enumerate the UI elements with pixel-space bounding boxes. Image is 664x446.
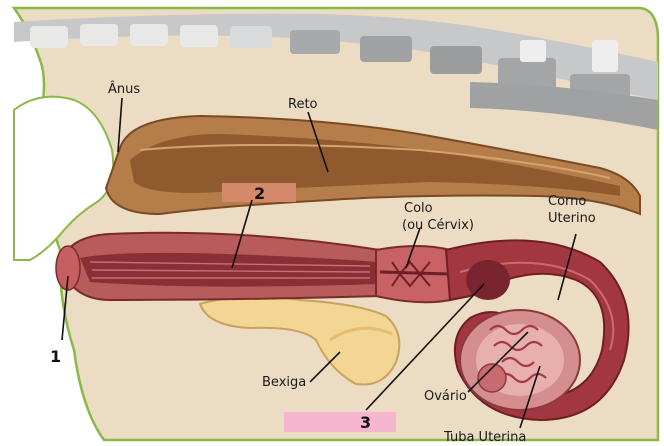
vertebra [80,24,118,46]
vertebra [290,30,340,54]
vertebra [180,25,218,47]
number-1: 1 [50,347,61,366]
number-3: 3 [360,413,371,432]
answer-box-3 [284,412,396,432]
label-bexiga: Bexiga [262,375,306,390]
spinous-process [520,40,546,62]
vertebra [430,46,482,74]
label-corno: Corno [548,194,586,209]
label-colo: Colo [404,201,433,216]
uterine-body [466,260,510,300]
spinous-process [592,40,618,72]
label-ovario: Ovário [424,389,467,404]
vertebra [230,26,272,48]
vagina [56,233,380,300]
vertebra [130,24,168,46]
cervix [376,246,450,302]
ovary [460,310,580,410]
label-tuba: Tuba Uterina [443,430,526,445]
label-uterino: Uterino [548,211,596,226]
label-anus: Ânus [108,81,140,97]
vertebra [30,26,68,48]
vertebra [360,36,412,62]
label-cervix: (ou Cérvix) [402,218,474,233]
label-reto: Reto [288,97,318,112]
number-2: 2 [254,184,265,203]
